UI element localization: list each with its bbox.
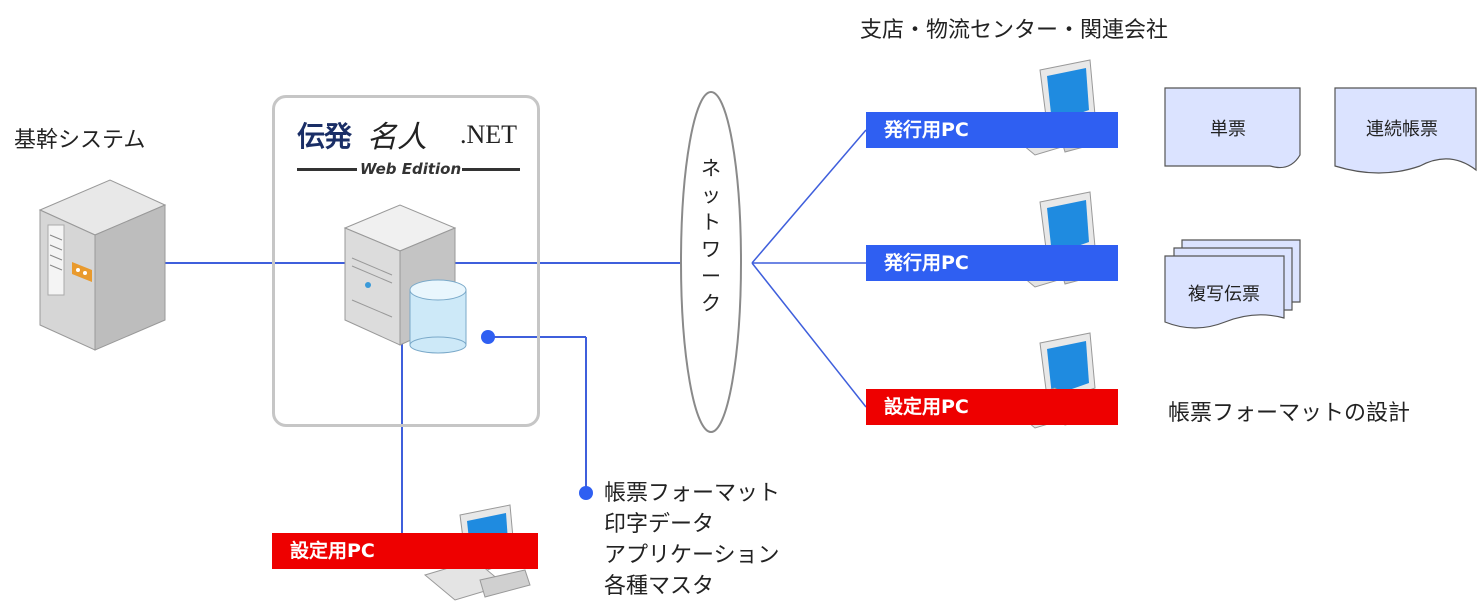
core-server-icon <box>38 179 167 351</box>
dot-db <box>481 330 495 344</box>
issue-pc-2-bar: 発行用PC <box>866 245 1118 281</box>
doc-carbon-shape <box>1164 239 1301 329</box>
logo-underline-left <box>297 168 357 171</box>
issue-pc-2-label: 発行用PC <box>884 252 969 274</box>
doc-single-shape <box>1164 87 1301 169</box>
logo-net: .NET <box>460 120 518 149</box>
database-icon <box>409 279 467 354</box>
logo-underline-right <box>462 168 520 171</box>
settings-pc-remote-bar: 設定用PC <box>866 389 1118 425</box>
network-label-char: ネ <box>701 156 721 180</box>
dot-data <box>579 486 593 500</box>
network-label-char: ク <box>701 291 721 315</box>
stored-data-item: アプリケーション <box>604 543 780 568</box>
stored-data-item: 印字データ <box>604 512 715 537</box>
link-network-pc3 <box>751 262 867 408</box>
server-box <box>272 95 540 427</box>
network-label-char: ト <box>701 210 721 234</box>
issue-pc-1-label: 発行用PC <box>884 119 969 141</box>
stored-data-item: 各種マスタ <box>604 574 715 599</box>
format-design-label: 帳票フォーマットの設計 <box>1168 401 1411 426</box>
logo-edition: Web Edition <box>360 160 462 178</box>
doc-continuous-label: 連続帳票 <box>1366 119 1438 140</box>
logo-meijin: 名人 <box>367 120 427 155</box>
branch-label: 支店・物流センター・関連会社 <box>860 18 1169 43</box>
settings-pc-local-label: 設定用PC <box>290 540 375 562</box>
stored-data-item: 帳票フォーマット <box>604 481 781 506</box>
settings-pc-remote-label: 設定用PC <box>884 396 969 418</box>
network-label-char: ー <box>701 264 721 288</box>
issue-pc-1-bar: 発行用PC <box>866 112 1118 148</box>
doc-carbon-label: 複写伝票 <box>1188 284 1260 305</box>
link-network-pc1 <box>751 129 867 264</box>
core-system-label: 基幹システム <box>14 128 146 153</box>
doc-continuous-shape <box>1334 87 1477 174</box>
doc-single-label: 単票 <box>1210 119 1246 140</box>
network-label-char: ワ <box>701 237 721 261</box>
settings-pc-local-bar: 設定用PC <box>272 533 538 569</box>
logo-den: 伝発 <box>297 120 352 153</box>
network-label: ネットワーク <box>698 155 724 317</box>
network-ellipse <box>680 91 742 433</box>
network-label-char: ッ <box>701 183 721 207</box>
stored-data-list: 帳票フォーマット 印字データ アプリケーション 各種マスタ <box>604 478 780 602</box>
